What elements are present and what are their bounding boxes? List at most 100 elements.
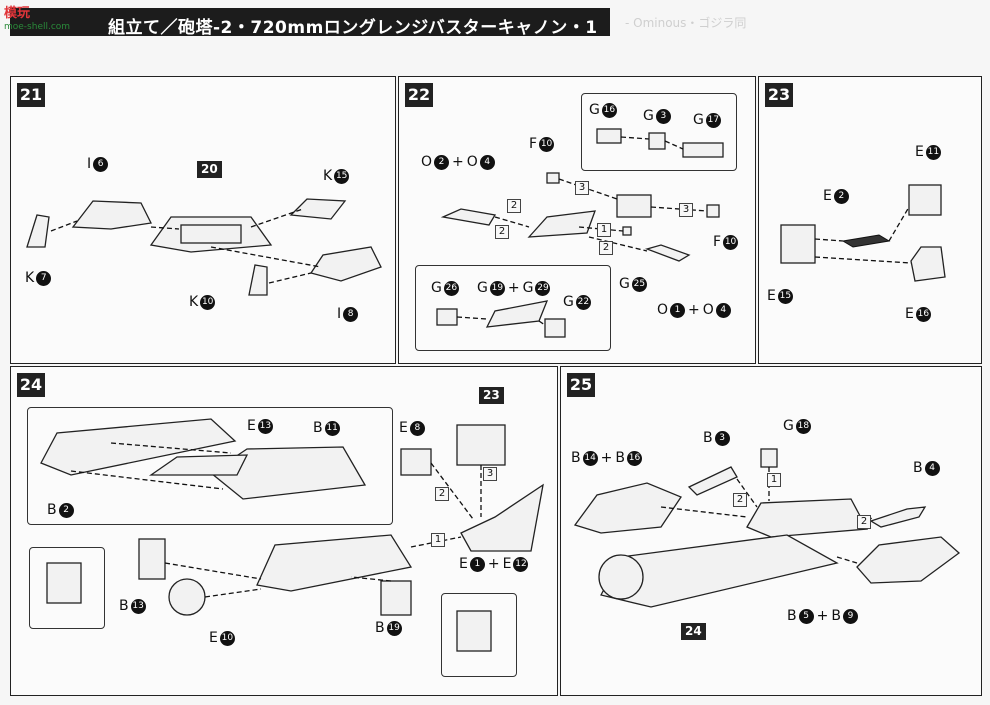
count-box: 2 bbox=[733, 493, 747, 507]
part-g19-g29 bbox=[485, 300, 549, 328]
step-number: 24 bbox=[17, 373, 45, 397]
part-g18 bbox=[760, 448, 778, 468]
inset-box-lower bbox=[415, 265, 611, 351]
part-ref-23: 23 bbox=[479, 387, 504, 404]
part-b14-b16 bbox=[573, 482, 682, 534]
guide-line bbox=[660, 506, 748, 518]
turret-detail bbox=[180, 224, 242, 244]
part-barrel-main bbox=[256, 534, 413, 592]
part-ref-20: 20 bbox=[197, 161, 222, 178]
part-e1-e12 bbox=[460, 483, 544, 552]
guide-line bbox=[350, 576, 392, 582]
count-box: 3 bbox=[679, 203, 693, 217]
count-box: 3 bbox=[575, 181, 589, 195]
count-box: 2 bbox=[857, 515, 871, 529]
guide-line bbox=[538, 320, 546, 326]
guide-line bbox=[558, 178, 618, 200]
part-e15 bbox=[780, 224, 816, 264]
part-b11 bbox=[209, 446, 367, 500]
part-e11 bbox=[908, 184, 942, 216]
part-b4 bbox=[869, 506, 927, 528]
guide-line bbox=[110, 442, 232, 454]
guide-line bbox=[70, 470, 224, 490]
guide-line bbox=[814, 256, 912, 264]
inset-box-detail bbox=[27, 407, 393, 525]
part-g22 bbox=[544, 318, 566, 338]
title-bar bbox=[10, 8, 610, 36]
guide-line bbox=[204, 588, 262, 598]
guide-line bbox=[620, 136, 650, 140]
part-g3 bbox=[648, 132, 666, 150]
step-23-diagram bbox=[780, 184, 946, 282]
step-22-diagram bbox=[436, 128, 724, 338]
count-box: 2 bbox=[507, 199, 521, 213]
part-f10 bbox=[546, 172, 560, 184]
guide-line bbox=[456, 316, 488, 320]
count-box: 1 bbox=[767, 473, 781, 487]
guide-line bbox=[814, 238, 844, 242]
part-e16 bbox=[910, 246, 946, 282]
small-inset-part bbox=[46, 562, 82, 604]
part-joint bbox=[616, 194, 652, 218]
count-box: 2 bbox=[495, 225, 509, 239]
part-e8 bbox=[400, 448, 432, 476]
part-b2 bbox=[40, 418, 237, 476]
inset-box-upper bbox=[581, 93, 737, 171]
part-g25 bbox=[622, 226, 632, 236]
part-b5-b9 bbox=[856, 536, 961, 584]
part-f10b bbox=[706, 204, 720, 218]
step-number: 23 bbox=[765, 83, 793, 107]
part-e13 bbox=[148, 454, 249, 476]
guide-line bbox=[836, 556, 858, 564]
count-box: 2 bbox=[435, 487, 449, 501]
inset-box-small-left bbox=[29, 547, 105, 629]
part-o2-o4 bbox=[440, 208, 497, 226]
part-o1-o4 bbox=[644, 244, 691, 262]
part-b19 bbox=[380, 580, 412, 616]
part-ref-24: 24 bbox=[681, 623, 706, 640]
watermark-url: moe-shell.com bbox=[4, 22, 71, 32]
part-g26 bbox=[436, 308, 458, 326]
guide-line bbox=[164, 562, 262, 580]
guide-line bbox=[268, 272, 312, 284]
guide-line bbox=[578, 226, 624, 232]
step-number: 22 bbox=[405, 83, 433, 107]
watermark-text: 模玩 bbox=[4, 6, 31, 21]
guide-line bbox=[250, 208, 304, 228]
faded-header-text: - Ominous・ゴジラ同 bbox=[625, 16, 747, 30]
inset-box-small-right bbox=[441, 593, 517, 677]
part-e2 bbox=[841, 234, 891, 248]
guide-line bbox=[150, 226, 180, 230]
part-k10 bbox=[248, 264, 268, 296]
count-box: 3 bbox=[483, 467, 497, 481]
page-header: 組立て／砲塔-2・720mmロングレンジバスターキャノン・1 模玩 moe-sh… bbox=[0, 0, 990, 40]
